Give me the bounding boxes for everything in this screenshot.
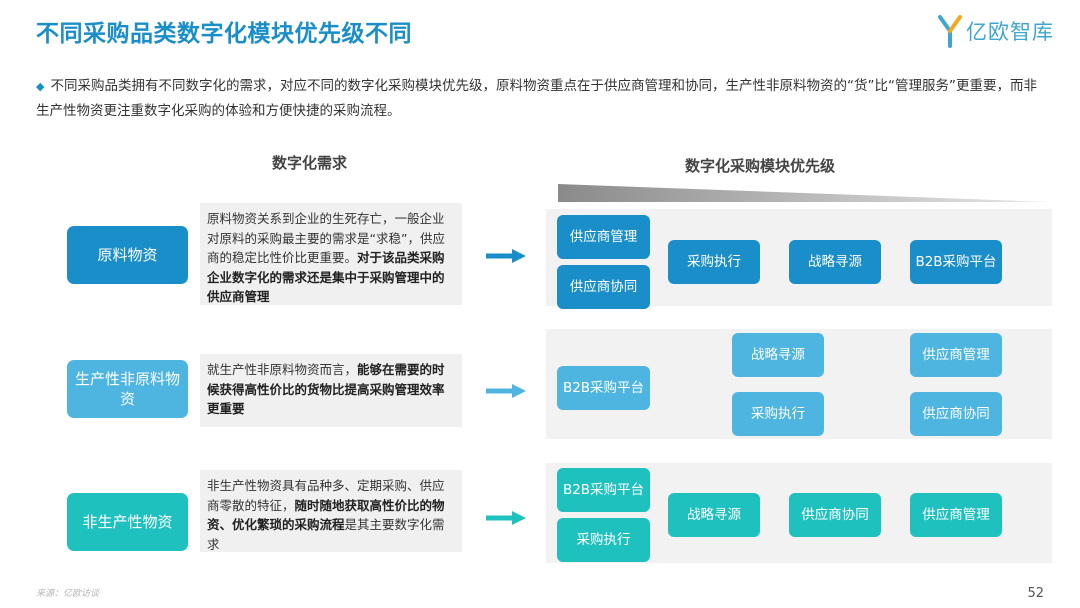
module-supplier-collaboration: 供应商协同 [789, 493, 881, 537]
module-procurement-execution: 采购执行 [668, 240, 760, 284]
module-supplier-management: 供应商管理 [910, 493, 1002, 537]
module-b2b-platform: B2B采购平台 [910, 240, 1002, 284]
desc-text: 原料物资关系到企业的生死存亡，一般企业对原料的采购最主要的需求是“求稳”，供应商… [207, 211, 445, 265]
demand-column-header: 数字化需求 [272, 154, 348, 172]
module-strategic-sourcing: 战略寻源 [668, 493, 760, 537]
module-strategic-sourcing: 战略寻源 [789, 240, 881, 284]
brand-logo: 亿欧智库 [938, 14, 1054, 48]
desc-tail: 是其主要数字化需求 [207, 517, 445, 552]
intro-text: 不同采购品类拥有不同数字化的需求，对应不同的数字化采购模块优先级，原料物资重点在… [36, 78, 1037, 119]
demand-description-raw-materials: 原料物资关系到企业的生死存亡，一般企业对原料的采购最主要的需求是“求稳”，供应商… [200, 203, 462, 305]
priority-gradient-wedge [558, 184, 1050, 202]
priority-column-header: 数字化采购模块优先级 [685, 157, 836, 175]
arrow-right-icon [486, 384, 526, 398]
module-supplier-collaboration: 供应商协同 [557, 265, 650, 309]
arrow-right-icon [486, 249, 526, 263]
diamond-bullet-icon: ◆ [36, 80, 45, 93]
desc-text: 就生产性非原料物资而言， [207, 362, 358, 377]
module-supplier-collaboration: 供应商协同 [910, 392, 1002, 436]
logo-text: 亿欧智库 [966, 20, 1054, 44]
desc-emphasis: 对于该品类采购企业数字化的需求还是集中于采购管理中的供应商管理 [207, 250, 445, 304]
module-supplier-management: 供应商管理 [910, 333, 1002, 377]
demand-description-non-productive: 非生产性物资具有品种多、定期采购、供应商零散的特征，随时随地获取高性价比的物资、… [200, 470, 462, 552]
module-procurement-execution: 采购执行 [557, 518, 650, 562]
module-supplier-management: 供应商管理 [557, 215, 650, 259]
arrow-right-icon [486, 511, 526, 525]
desc-emphasis: 能够在需要的时候获得高性价比的货物比提高采购管理效率更重要 [207, 362, 445, 416]
source-note: 来源：亿欧访谈 [36, 589, 100, 599]
desc-text: 非生产性物资具有品种多、定期采购、供应商零散的特征， [207, 478, 445, 513]
desc-emphasis: 随时随地获取高性价比的物资、优化繁琐的采购流程 [207, 497, 445, 533]
demand-description-productive-non-raw: 就生产性非原料物资而言，能够在需要的时候获得高性价比的货物比提高采购管理效率更重… [200, 354, 462, 427]
page-title: 不同采购品类数字化模块优先级不同 [36, 21, 412, 47]
page-number: 52 [1027, 586, 1044, 601]
category-non-productive: 非生产性物资 [67, 493, 188, 551]
category-productive-non-raw: 生产性非原料物资 [67, 360, 188, 418]
module-procurement-execution: 采购执行 [732, 392, 824, 436]
category-raw-materials: 原料物资 [67, 226, 188, 284]
module-b2b-platform: B2B采购平台 [557, 366, 650, 410]
intro-paragraph: ◆不同采购品类拥有不同数字化的需求，对应不同的数字化采购模块优先级，原料物资重点… [36, 74, 1046, 123]
module-b2b-platform: B2B采购平台 [557, 468, 650, 512]
logo-icon [938, 15, 962, 48]
module-strategic-sourcing: 战略寻源 [732, 333, 824, 377]
